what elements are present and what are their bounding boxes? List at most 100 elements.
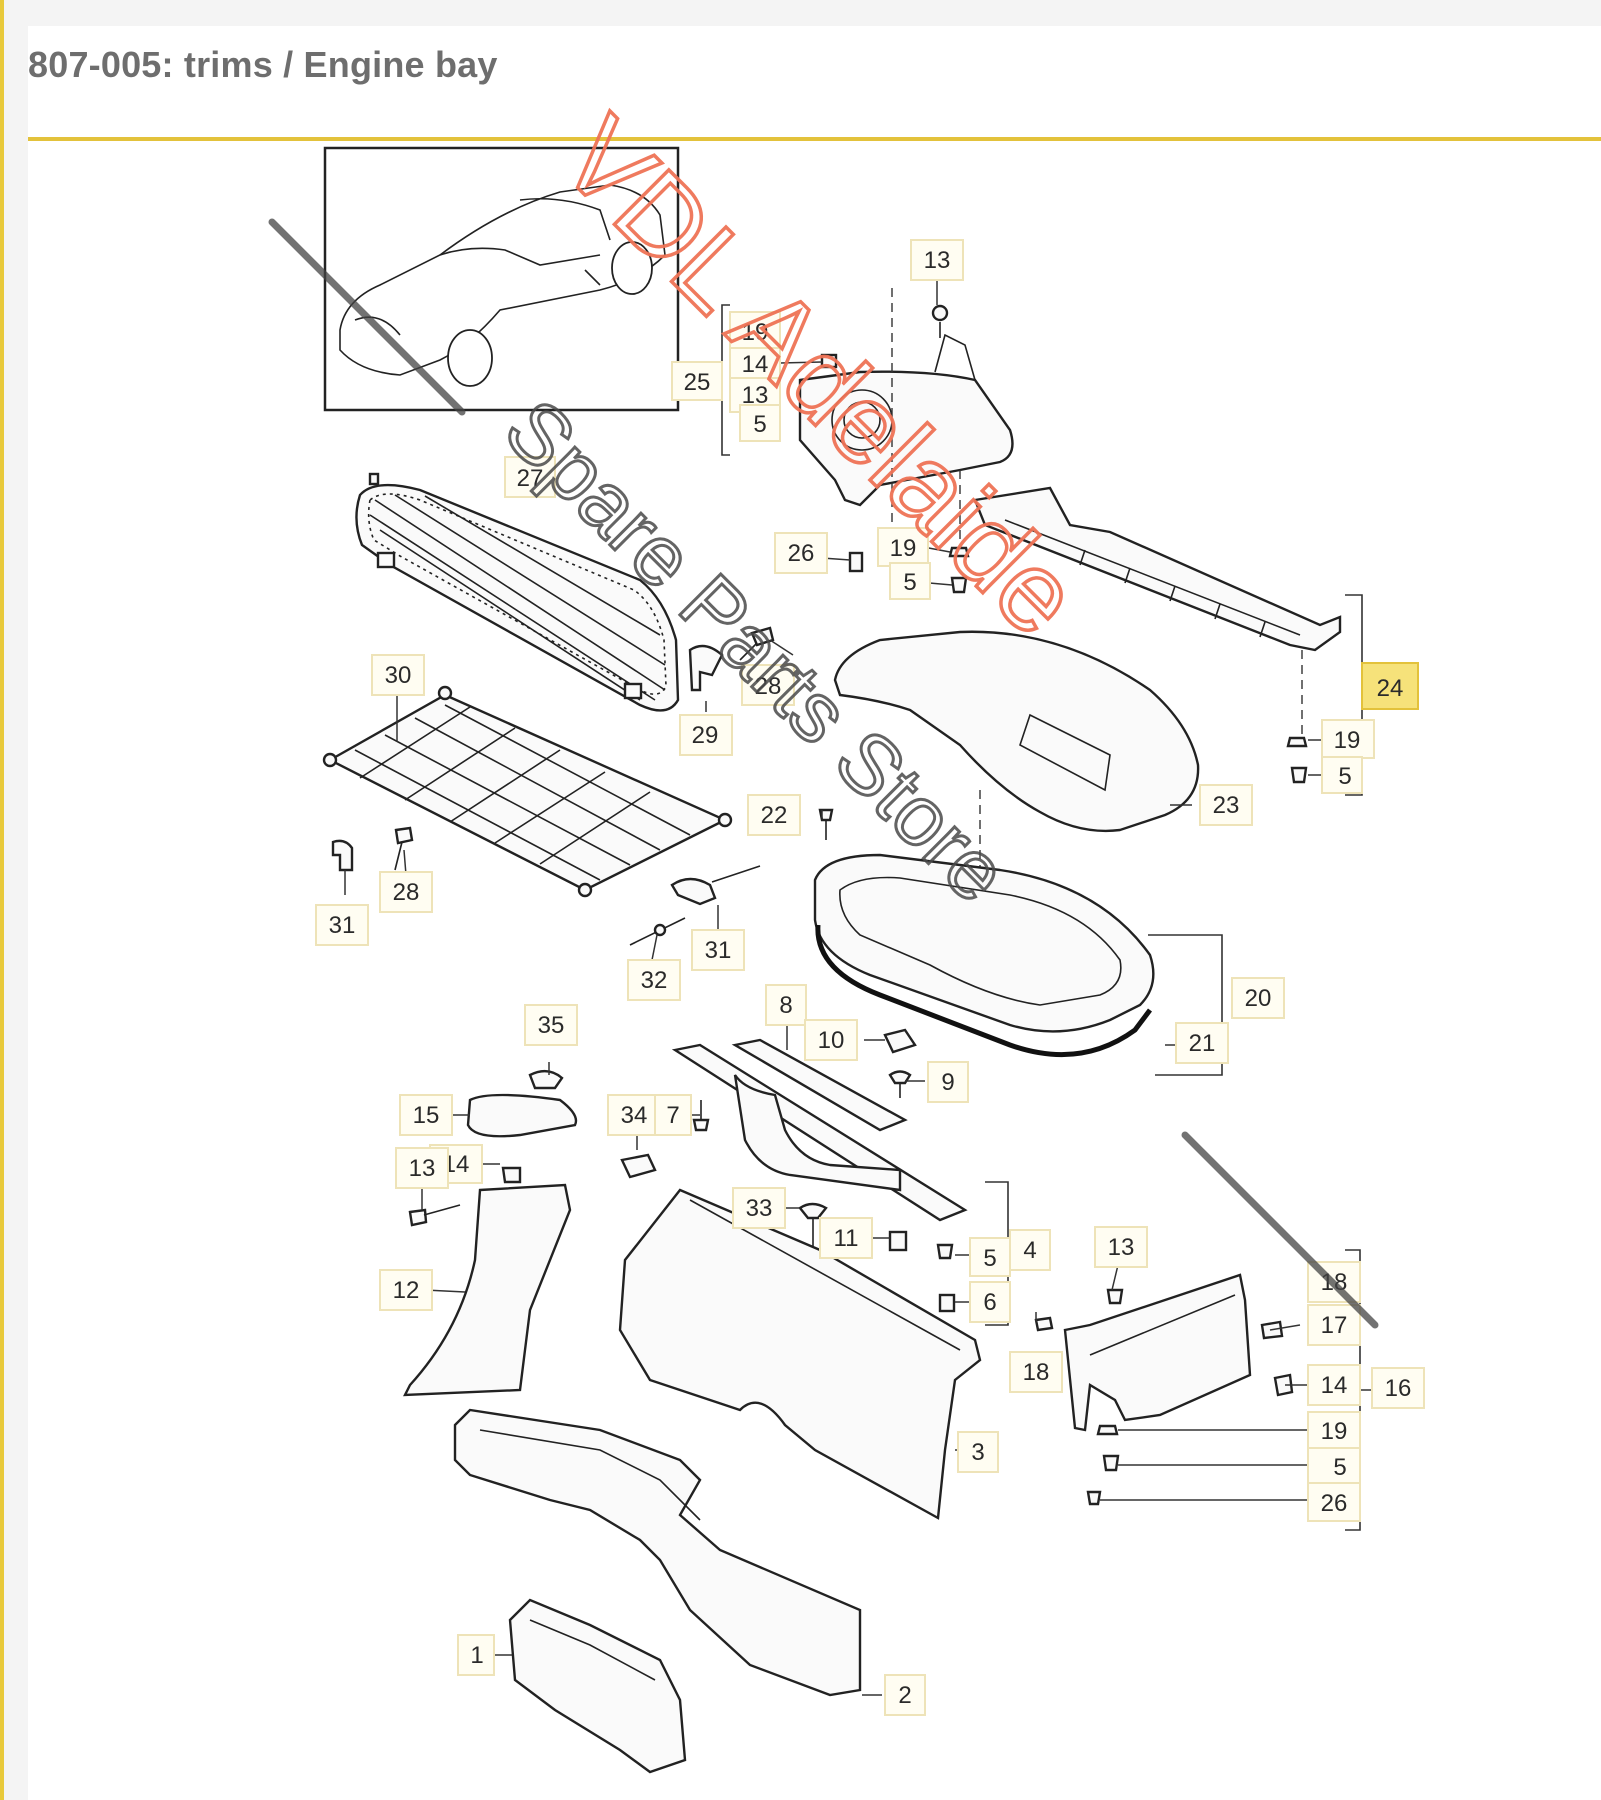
part-label: 2: [884, 1674, 926, 1716]
svg-text:4: 4: [1023, 1237, 1036, 1264]
svg-text:3: 3: [971, 1439, 984, 1466]
part-label: 19: [729, 311, 781, 349]
svg-text:13: 13: [1108, 1234, 1135, 1261]
svg-text:29: 29: [692, 722, 719, 749]
svg-text:5: 5: [753, 411, 766, 438]
part-label: 20: [1231, 977, 1285, 1019]
page-title: 807-005: trims / Engine bay: [28, 44, 498, 85]
part-label: 27: [504, 456, 556, 498]
part-label: 22: [747, 794, 801, 836]
part-label: 26: [774, 532, 828, 574]
svg-text:33: 33: [746, 1195, 773, 1222]
part-label: 19: [1307, 1411, 1361, 1451]
svg-text:30: 30: [385, 662, 412, 689]
svg-text:5: 5: [903, 569, 916, 596]
part-label: 29: [679, 714, 733, 756]
svg-text:2: 2: [898, 1682, 911, 1709]
svg-text:31: 31: [705, 937, 732, 964]
svg-text:26: 26: [1321, 1490, 1348, 1517]
svg-text:6: 6: [983, 1289, 996, 1316]
car-inset: [323, 146, 680, 412]
engine-lid-trim: [798, 288, 1014, 545]
svg-text:13: 13: [924, 247, 951, 274]
part-label: 4: [1009, 1229, 1051, 1271]
part-label: 8: [765, 984, 807, 1026]
svg-text:19: 19: [1334, 727, 1361, 754]
svg-text:35: 35: [538, 1012, 565, 1039]
part-label: 33: [732, 1187, 786, 1229]
svg-text:20: 20: [1245, 985, 1272, 1012]
svg-text:5: 5: [983, 1245, 996, 1272]
svg-text:8: 8: [779, 992, 792, 1019]
part-label: 26: [1307, 1482, 1361, 1522]
part-label: 9: [927, 1061, 969, 1103]
svg-text:19: 19: [890, 535, 917, 562]
part-label: 23: [1199, 784, 1253, 826]
svg-text:23: 23: [1213, 792, 1240, 819]
svg-text:31: 31: [329, 912, 356, 939]
part-label: 13: [395, 1147, 449, 1189]
svg-text:28: 28: [393, 879, 420, 906]
parcel-shelf-23: [833, 630, 1200, 880]
svg-text:9: 9: [941, 1069, 954, 1096]
part-label: 13: [910, 239, 964, 281]
svg-text:34: 34: [621, 1102, 648, 1129]
part-label: 34: [607, 1094, 661, 1136]
part-label: 31: [691, 929, 745, 971]
part-label: 19: [877, 527, 929, 567]
part-label: 10: [804, 1019, 858, 1061]
part-label: 19: [1321, 719, 1375, 759]
svg-text:26: 26: [788, 540, 815, 567]
part-label: 15: [399, 1094, 453, 1136]
svg-text:17: 17: [1321, 1312, 1348, 1339]
svg-text:21: 21: [1189, 1030, 1216, 1057]
rear-panel-trim-24: [973, 486, 1342, 735]
part-label: 16: [1371, 1367, 1425, 1409]
svg-text:1: 1: [470, 1642, 483, 1669]
svg-text:12: 12: [393, 1277, 420, 1304]
svg-text:28: 28: [755, 673, 782, 700]
part-label: 5: [1321, 756, 1363, 794]
floor-trim-1: [508, 1598, 687, 1774]
svg-text:5: 5: [1338, 763, 1351, 790]
side-trim-16: [1063, 1273, 1252, 1432]
part-label: 12: [379, 1269, 433, 1311]
svg-text:14: 14: [742, 351, 769, 378]
svg-text:18: 18: [1023, 1359, 1050, 1386]
svg-text:7: 7: [666, 1102, 679, 1129]
part-label: 5: [739, 404, 781, 442]
svg-text:19: 19: [1321, 1418, 1348, 1445]
part-label: 5: [889, 562, 931, 600]
cross-member-8: [671, 1038, 968, 1222]
part-label: 31: [315, 904, 369, 946]
svg-text:25: 25: [684, 369, 711, 396]
svg-text:32: 32: [641, 967, 668, 994]
svg-text:19: 19: [742, 319, 769, 346]
svg-text:22: 22: [761, 802, 788, 829]
svg-text:27: 27: [517, 465, 544, 492]
luggage-net-frame: [355, 472, 680, 712]
left-accent-bar: [0, 0, 4, 1800]
part-labels: 13 19 14 13 25 5 27 26 19 5 24 19 5 23 3…: [315, 239, 1425, 1716]
svg-text:10: 10: [818, 1027, 845, 1054]
part-label: 32: [627, 959, 681, 1001]
part-label: 6: [969, 1281, 1011, 1323]
part-label: 5: [1307, 1447, 1361, 1487]
cargo-net-30: [322, 685, 733, 898]
part-label: 35: [524, 1004, 578, 1046]
watermark-tick-top: [268, 218, 466, 416]
svg-text:16: 16: [1385, 1375, 1412, 1402]
pillar-trim-12: [403, 1183, 572, 1397]
part-label: 30: [371, 654, 425, 696]
part-label-highlighted[interactable]: 24: [1361, 662, 1419, 710]
svg-text:15: 15: [413, 1102, 440, 1129]
part-label: 3: [957, 1431, 999, 1473]
svg-text:11: 11: [834, 1225, 859, 1252]
svg-text:13: 13: [409, 1155, 436, 1182]
fasteners: [331, 546, 1308, 1506]
svg-text:5: 5: [1333, 1454, 1346, 1481]
part-label: 17: [1307, 1304, 1361, 1346]
watermark-tick-bottom: [1181, 1131, 1379, 1329]
part-label: 21: [1175, 1022, 1229, 1064]
